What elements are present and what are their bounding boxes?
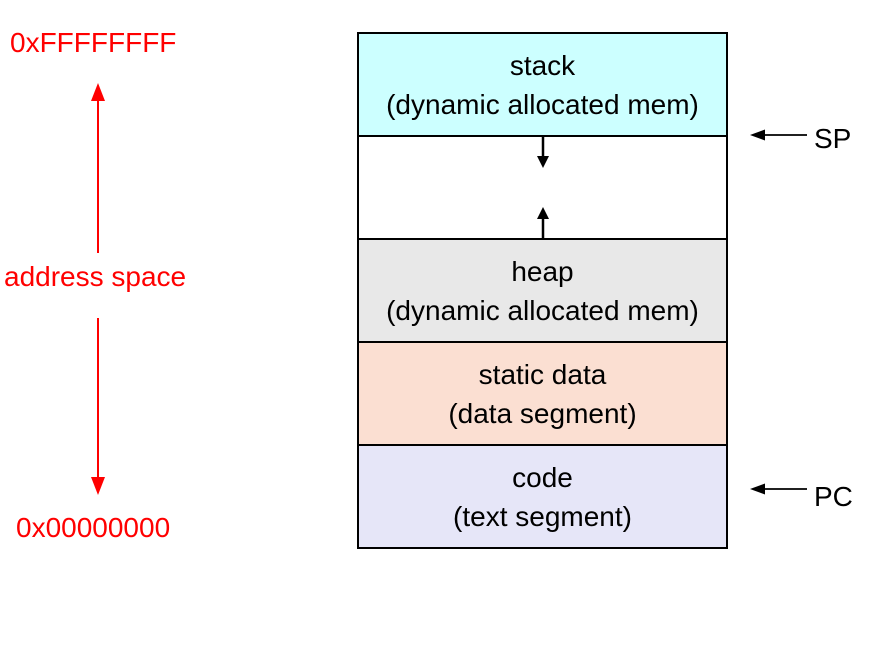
- stack-grows-down-arrow-icon: [536, 137, 549, 168]
- segment-static-data: static data (data segment): [359, 343, 726, 446]
- address-top-label: 0xFFFFFFFF: [10, 27, 177, 58]
- segment-static-data-title: static data: [478, 358, 607, 390]
- address-space-label: address space: [4, 261, 187, 292]
- heap-grows-up-arrow-icon: [536, 207, 549, 238]
- segment-code-title: code: [512, 461, 573, 493]
- segment-stack-subtitle: (dynamic allocated mem): [386, 88, 699, 120]
- sp-pointer-arrow-icon: [750, 129, 807, 141]
- segment-heap-title: heap: [511, 255, 574, 287]
- address-range-arrow-icon: [91, 83, 105, 495]
- memory-map-box: stack (dynamic allocated mem) heap (dyna…: [357, 32, 728, 549]
- segment-code-subtitle: (text segment): [453, 500, 632, 532]
- pc-label: PC: [814, 481, 853, 512]
- segment-free-space: [359, 137, 726, 240]
- address-bottom-label: 0x00000000: [16, 512, 171, 543]
- segment-heap-subtitle: (dynamic allocated mem): [386, 294, 699, 326]
- pc-pointer-arrow-icon: [750, 483, 807, 495]
- segment-stack-title: stack: [509, 49, 576, 81]
- segment-static-data-subtitle: (data segment): [448, 397, 637, 429]
- sp-label: SP: [814, 123, 852, 154]
- segment-heap: heap (dynamic allocated mem): [359, 240, 726, 343]
- segment-code: code (text segment): [359, 446, 726, 547]
- segment-stack: stack (dynamic allocated mem): [359, 34, 726, 137]
